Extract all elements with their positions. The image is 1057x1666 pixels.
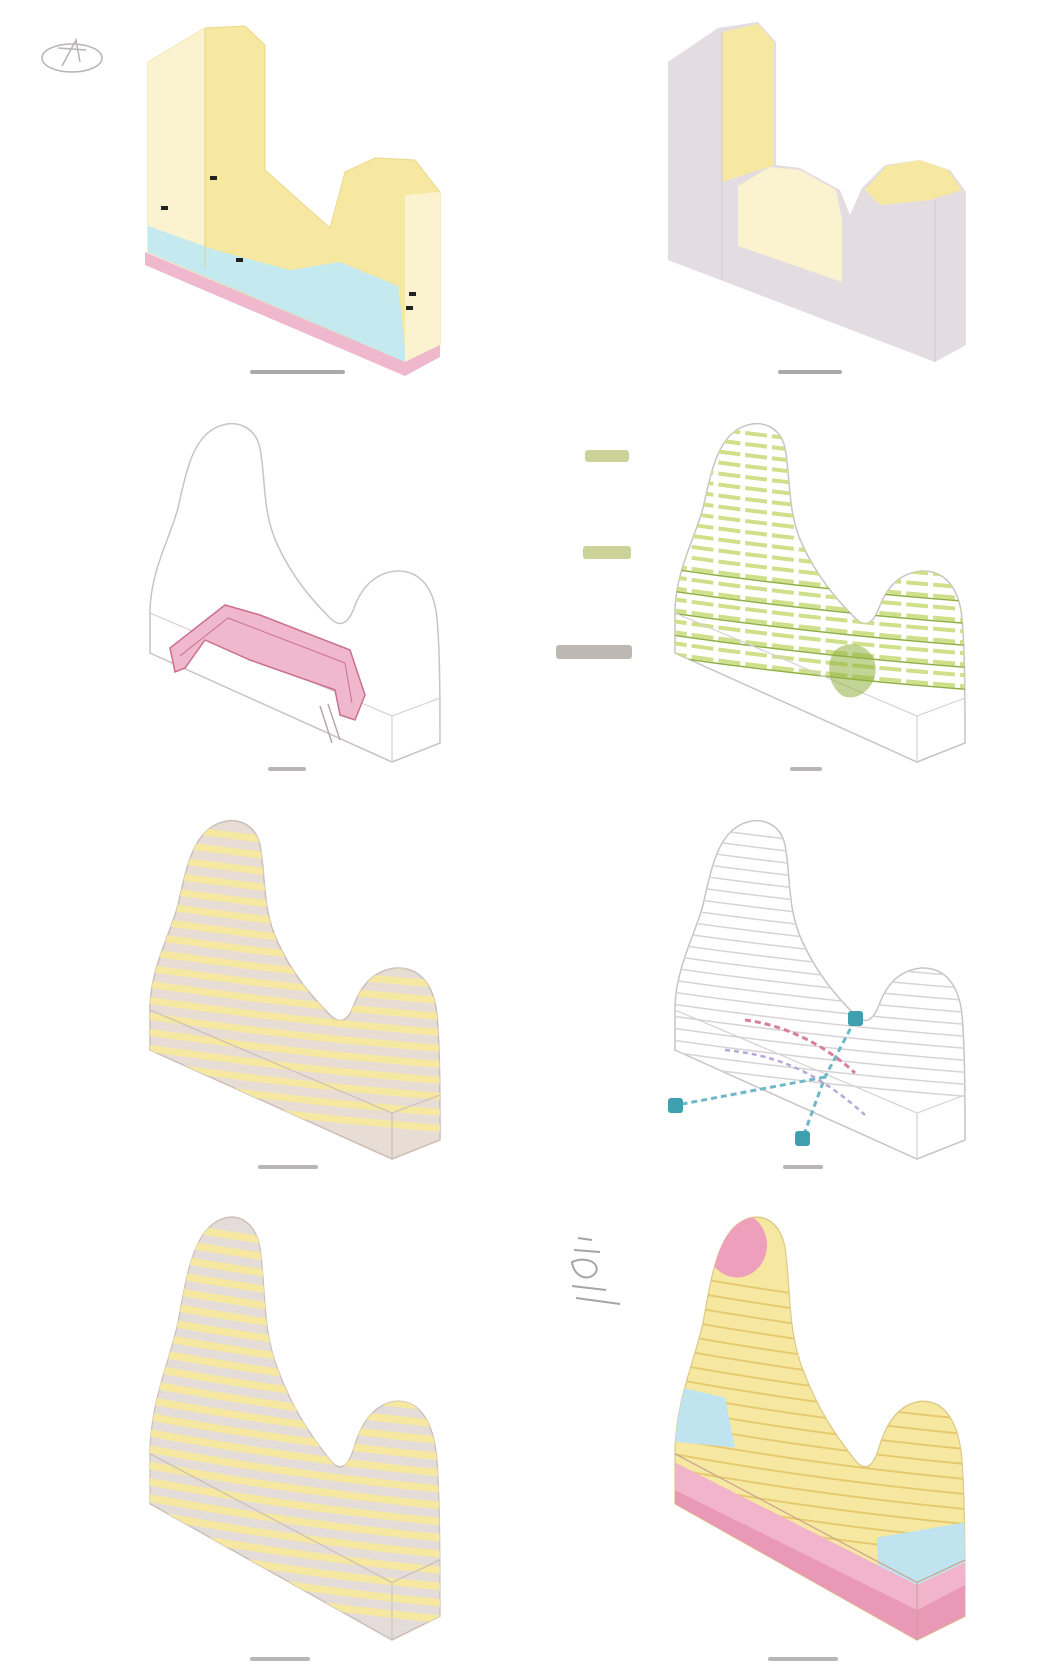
- panel-massing-colored: [145, 26, 440, 376]
- legend-mark: [572, 1286, 620, 1304]
- scale-labels: [556, 450, 632, 659]
- scale-label-mark: [556, 645, 632, 659]
- entrance-marker: [409, 292, 416, 296]
- rooftop-zone: [707, 1213, 767, 1278]
- circulation-marker-icon: [795, 1131, 810, 1146]
- panel-massing-gray: [668, 22, 966, 374]
- legend-mark: [572, 1260, 597, 1278]
- entrance-marker: [210, 176, 217, 180]
- caption-mark: [778, 370, 842, 374]
- contour-line: [665, 422, 975, 456]
- caption-mark: [268, 767, 306, 771]
- panel-circulation: [665, 821, 975, 1159]
- panel-greenery: [665, 422, 975, 762]
- floor-stripe: [140, 1220, 450, 1263]
- caption-mark: [250, 370, 345, 374]
- entrance-marker: [161, 206, 168, 210]
- caption-mark: [250, 1657, 310, 1661]
- panel-floors-gray: [140, 1217, 450, 1640]
- contour-line: [665, 433, 975, 467]
- circulation-marker-icon: [668, 1098, 683, 1113]
- legend-icon: [572, 1238, 620, 1304]
- scale-label-mark: [583, 546, 631, 559]
- floor-line: [665, 823, 975, 857]
- caption-mark: [790, 767, 822, 771]
- floor-line: [665, 835, 975, 869]
- building-outline: [150, 424, 440, 762]
- circulation-marker-icon: [848, 1011, 863, 1026]
- panel-program: [665, 1213, 975, 1648]
- entrance-marker: [406, 306, 413, 310]
- caption-mark: [783, 1165, 823, 1169]
- north-arrow-tick: [58, 48, 86, 50]
- panel-floors-beige: [140, 821, 450, 1159]
- panel-ramp: [150, 424, 440, 762]
- caption-mark: [258, 1165, 318, 1169]
- building-outline: [675, 821, 965, 1159]
- caption-mark: [768, 1657, 838, 1661]
- floor-stripe: [140, 823, 450, 857]
- legend-mark: [574, 1238, 600, 1252]
- north-arrow-icon: [42, 40, 102, 72]
- entrance-marker: [236, 258, 243, 262]
- right-tower-face: [405, 192, 440, 362]
- floor-stripe: [140, 1236, 450, 1279]
- tall-tower-face: [722, 24, 774, 182]
- scale-label-mark: [585, 450, 629, 462]
